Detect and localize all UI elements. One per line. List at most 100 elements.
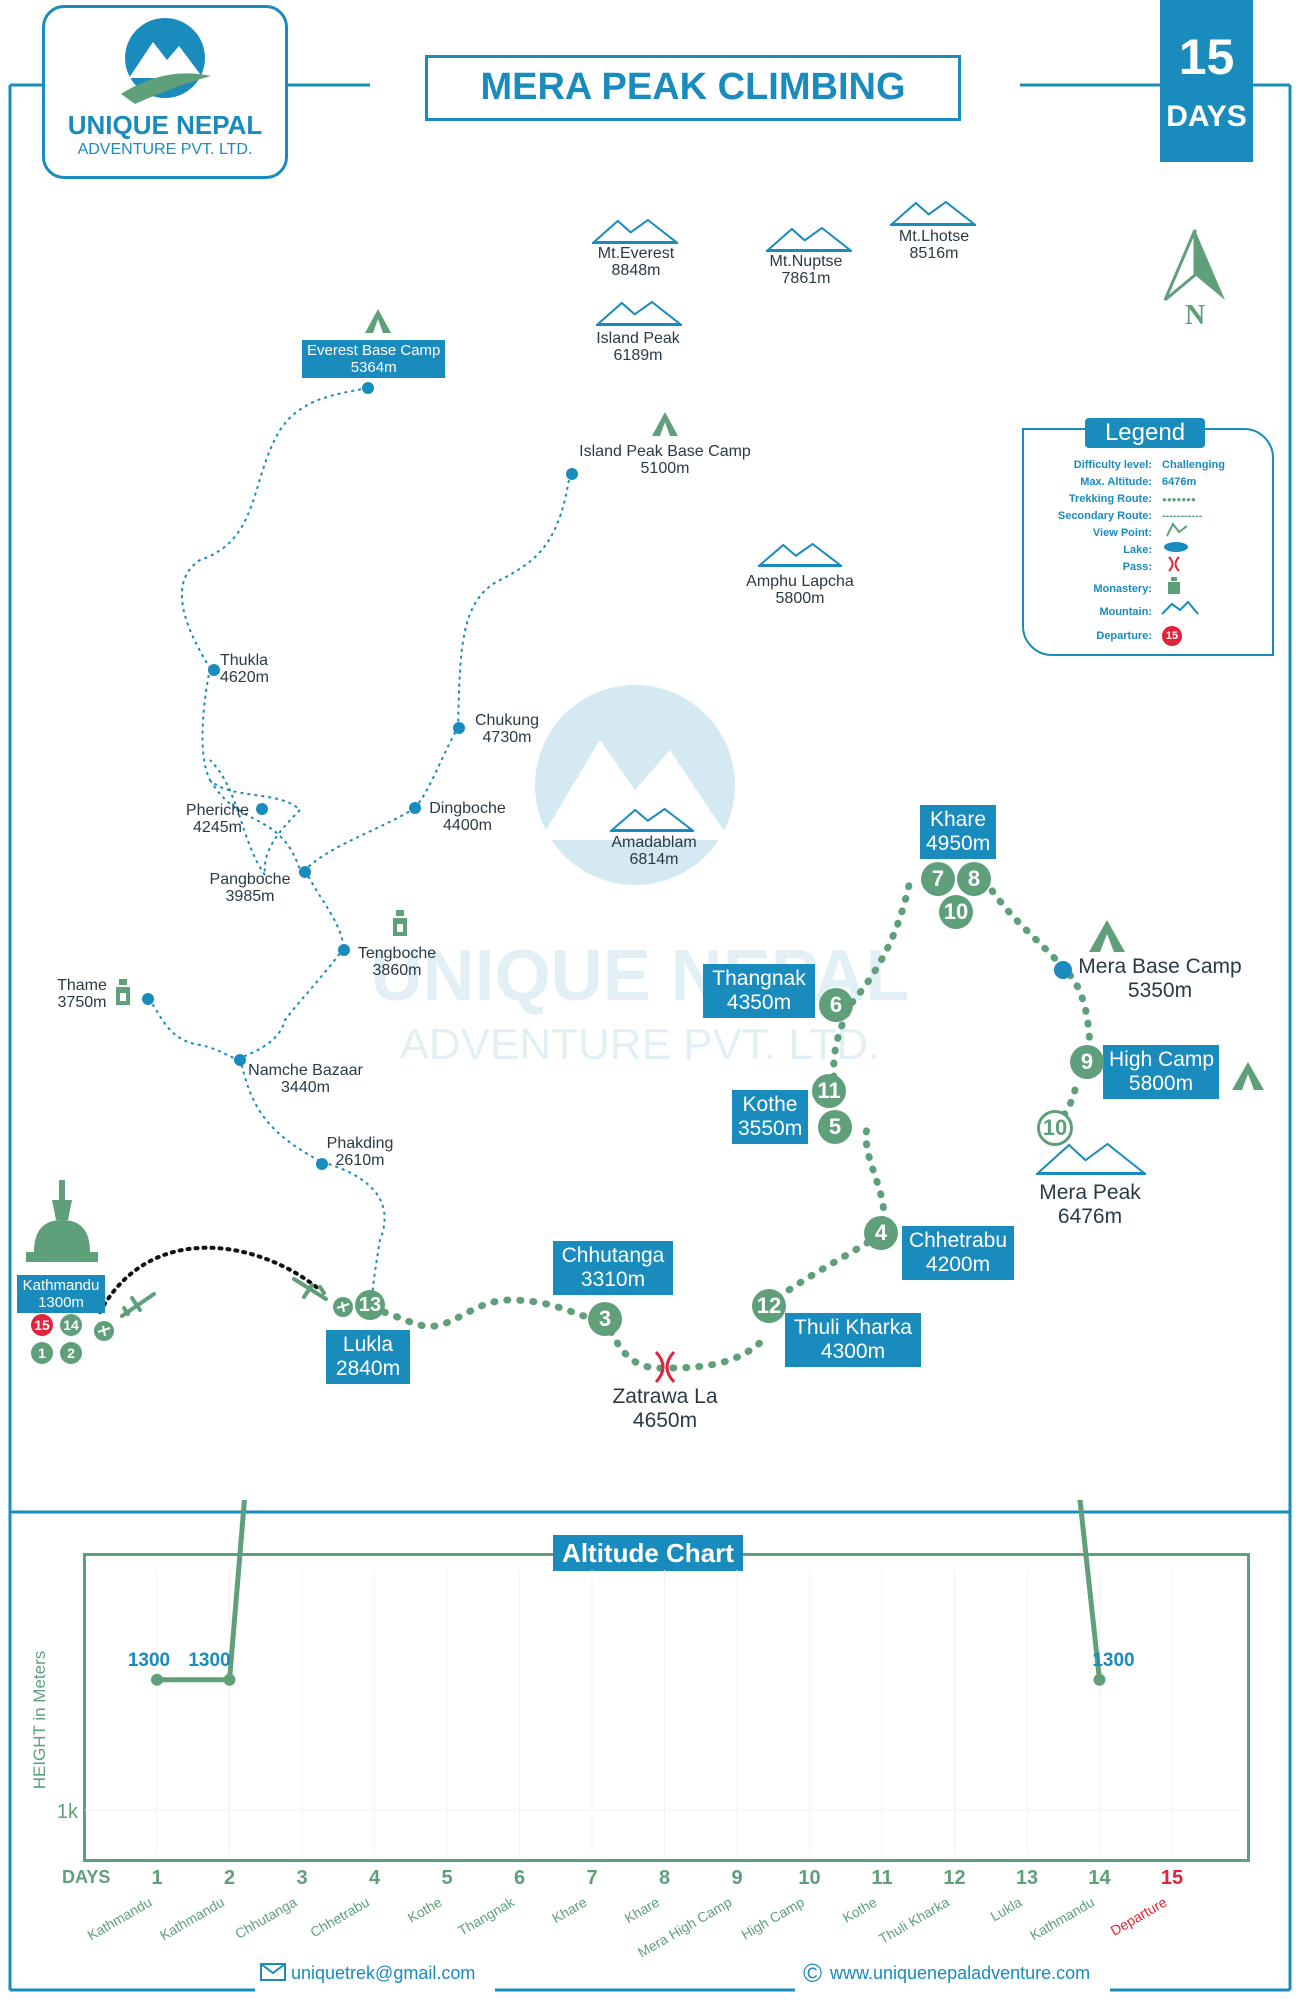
monastery-icon bbox=[393, 910, 407, 936]
mountain-icon bbox=[758, 542, 842, 567]
legend-label: Lake: bbox=[1123, 544, 1152, 556]
footer-website[interactable]: www.uniquenepaladventure.com bbox=[830, 1963, 1091, 1983]
monastery-icon bbox=[1168, 577, 1180, 594]
secondary-routes bbox=[147, 387, 571, 1306]
day-marker-10: 10 bbox=[939, 895, 973, 929]
x-day-place-label: Lukla bbox=[988, 1894, 1025, 1925]
pass-icon bbox=[654, 1350, 676, 1384]
tent-icon bbox=[1232, 1062, 1264, 1090]
y-tick-label: 1k bbox=[57, 1801, 79, 1823]
legend-label: View Point: bbox=[1092, 527, 1152, 539]
altitude-point bbox=[151, 1673, 163, 1686]
email-icon bbox=[260, 1963, 286, 1981]
tent-icon bbox=[652, 412, 678, 436]
x-tick-label: 8 bbox=[659, 1867, 670, 1889]
legend-value: Challenging bbox=[1162, 459, 1225, 471]
days-badge bbox=[1160, 0, 1253, 162]
compass-icon bbox=[1163, 229, 1225, 302]
x-tick-label: 2 bbox=[224, 1867, 235, 1889]
page-title-box bbox=[425, 55, 961, 121]
altitude-value-label: 1300 bbox=[188, 1650, 230, 1671]
company-subtitle: ADVENTURE PVT. LTD. bbox=[77, 141, 253, 158]
legend-value: ----------- bbox=[1162, 510, 1203, 522]
x-tick-label: 5 bbox=[441, 1867, 452, 1889]
x-tick-label: 6 bbox=[514, 1867, 525, 1889]
mountain-icon bbox=[592, 218, 678, 244]
x-tick-label: 12 bbox=[943, 1867, 965, 1889]
tent-icon bbox=[365, 309, 391, 333]
x-tick-label: 1 bbox=[151, 1867, 162, 1889]
x-day-place-label: Thangnak bbox=[455, 1893, 518, 1938]
viewpoint-icon bbox=[1166, 522, 1188, 537]
x-day-place-label: Khare bbox=[622, 1894, 663, 1927]
page-title: MERA PEAK CLIMBING bbox=[480, 66, 906, 108]
altitude-chart: 1k2k3k4k5k6k1300130033104650420035504350… bbox=[57, 1500, 1240, 1961]
company-logo: UNIQUE NEPAL ADVENTURE PVT. LTD. bbox=[42, 5, 288, 179]
monastery-icon bbox=[116, 979, 130, 1005]
x-tick-label: 9 bbox=[731, 1867, 742, 1889]
altitude-point bbox=[223, 1673, 236, 1686]
x-tick-label: 7 bbox=[586, 1867, 597, 1889]
copyright-icon: © bbox=[803, 1958, 823, 1988]
x-tick-label: 15 bbox=[1161, 1867, 1183, 1889]
x-tick-label: 10 bbox=[798, 1867, 820, 1889]
day-marker-4: 4 bbox=[864, 1216, 898, 1250]
day-marker-1: 1 bbox=[31, 1342, 53, 1364]
day-marker-8: 8 bbox=[957, 862, 991, 896]
legend-box bbox=[1022, 428, 1274, 656]
x-day-place-label: Chhutanga bbox=[232, 1894, 300, 1942]
pass-icon bbox=[1168, 556, 1180, 572]
x-day-place-label: Kathmandu bbox=[1027, 1894, 1097, 1944]
day-marker-2: 2 bbox=[60, 1342, 82, 1364]
compass-letter: N bbox=[1185, 300, 1206, 331]
day-marker-13: 13 bbox=[355, 1290, 385, 1320]
day-marker-5: 5 bbox=[818, 1110, 852, 1144]
lake-icon bbox=[1164, 542, 1188, 552]
x-tick-label: 11 bbox=[871, 1867, 892, 1889]
legend-label: Mountain: bbox=[1099, 606, 1152, 618]
altitude-value-label: 1300 bbox=[128, 1650, 170, 1671]
footer-email[interactable]: uniquetrek@gmail.com bbox=[291, 1963, 476, 1983]
x-day-place-label: High Camp bbox=[738, 1894, 807, 1943]
altitude-value-label: 1300 bbox=[1092, 1650, 1134, 1671]
x-tick-label: 3 bbox=[296, 1867, 307, 1889]
legend-label: Difficulty level: bbox=[1073, 459, 1152, 471]
day-marker-11: 11 bbox=[812, 1074, 846, 1108]
legend-title: Legend bbox=[1085, 418, 1205, 448]
mountain-icon bbox=[1036, 1142, 1146, 1175]
x-day-place-label: Kothe bbox=[840, 1894, 880, 1926]
plane-icon bbox=[94, 1321, 114, 1341]
x-day-place-label: Kathmandu bbox=[157, 1894, 227, 1944]
day-marker-10-summit: 10 bbox=[1037, 1110, 1073, 1146]
altitude-point bbox=[1093, 1673, 1106, 1686]
plane-icon bbox=[292, 1277, 328, 1301]
x-day-place-label: Kothe bbox=[405, 1894, 445, 1926]
trekking-route bbox=[368, 876, 1094, 1372]
stupa-icon bbox=[26, 1180, 98, 1262]
x-day-place-label: Khare bbox=[549, 1894, 590, 1927]
x-day-place-label: Kathmandu bbox=[84, 1894, 154, 1944]
mountain-icon bbox=[610, 807, 694, 832]
